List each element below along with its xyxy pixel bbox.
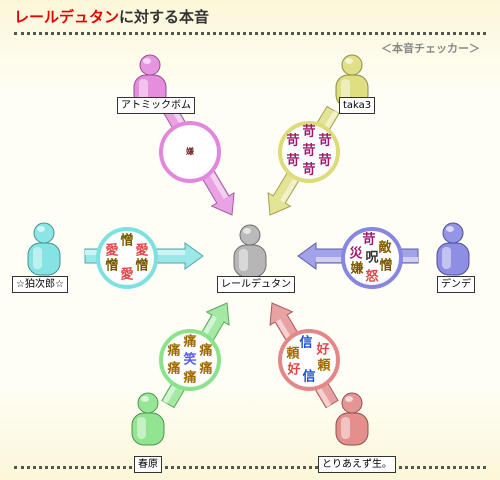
disc-ring <box>159 121 221 183</box>
title-rest: に対する本音 <box>119 8 210 26</box>
feeling-kanji: 嫌 <box>186 147 194 156</box>
feeling-kanji: 苛 <box>286 153 300 169</box>
title-highlight: レールデュタン <box>14 8 120 26</box>
feeling-kanji: 痛 <box>167 361 181 377</box>
feeling-kanji: 愛 <box>120 267 134 283</box>
center-name-label: レールデュタン <box>217 276 295 293</box>
bottom-divider <box>14 466 486 469</box>
feeling-kanji: 苛 <box>302 162 316 178</box>
person-figure-p6 <box>335 392 369 446</box>
feelings-disc-p4: 苛敵災呪嫌憎怒 <box>340 226 404 290</box>
feeling-kanji: 苛 <box>318 133 332 149</box>
feelings-disc-p2: 苛苛苛苛苛苛苛 <box>277 120 341 184</box>
feeling-kanji: 信 <box>299 335 313 351</box>
person-name-label-p4: デンデ <box>437 276 475 293</box>
feeling-kanji: 頼 <box>286 346 300 362</box>
feeling-kanji: 怒 <box>365 269 379 285</box>
feeling-kanji: 憎 <box>135 258 149 274</box>
disc-ring <box>96 227 158 289</box>
feeling-kanji: 痛 <box>199 361 213 377</box>
disc-ring <box>278 121 340 183</box>
page-title: レールデュタンに対する本音 <box>14 6 209 27</box>
feelings-disc-p1: 嫌 <box>158 120 222 184</box>
person-name-label-p3: ☆狛次郎☆ <box>12 276 68 293</box>
feeling-kanji: 災 <box>349 246 363 262</box>
feeling-kanji: 好 <box>287 362 301 378</box>
feeling-kanji: 愛 <box>105 243 119 259</box>
feeling-kanji: 苛 <box>318 153 332 169</box>
feeling-kanji: 頼 <box>317 358 331 374</box>
feelings-disc-p6: 信好頼頼好信 <box>277 328 341 392</box>
center-person-figure <box>233 224 267 278</box>
feelings-disc-p5: 痛痛痛笑痛痛痛 <box>158 328 222 392</box>
feeling-kanji: 呪 <box>365 250 379 266</box>
disc-ring <box>278 329 340 391</box>
feeling-kanji: 痛 <box>167 343 181 359</box>
feeling-kanji: 嫌 <box>350 261 364 277</box>
feeling-kanji: 憎 <box>105 258 119 274</box>
disc-ring <box>159 329 221 391</box>
person-figure-p4 <box>436 222 470 276</box>
feeling-kanji: 敵 <box>378 240 392 256</box>
feeling-kanji: 苛 <box>302 124 316 140</box>
top-divider <box>14 32 486 35</box>
subtitle: ＜本音チェッカー＞ <box>381 42 480 55</box>
feeling-kanji: 苛 <box>286 133 300 149</box>
person-figure-p5 <box>131 392 165 446</box>
feeling-kanji: 愛 <box>135 243 149 259</box>
person-figure-p3 <box>27 222 61 276</box>
feelings-disc-p3: 憎愛愛憎憎愛 <box>95 226 159 290</box>
feeling-kanji: 笑 <box>183 352 197 368</box>
disc-ring <box>341 227 403 289</box>
feeling-kanji: 信 <box>302 369 316 385</box>
person-name-label-p6: とりあえず生。 <box>318 456 396 473</box>
feeling-kanji: 痛 <box>199 343 213 359</box>
person-name-label-p1: アトミックボム <box>117 97 195 114</box>
feeling-kanji: 痛 <box>183 334 197 350</box>
feeling-kanji: 苛 <box>302 143 316 159</box>
feeling-kanji: 痛 <box>183 370 197 386</box>
feeling-kanji: 好 <box>316 342 330 358</box>
feeling-kanji: 苛 <box>362 232 376 248</box>
person-name-label-p5: 春原 <box>134 456 162 473</box>
feeling-kanji: 憎 <box>379 258 393 274</box>
feeling-kanji: 憎 <box>120 233 134 249</box>
person-name-label-p2: taka3 <box>339 97 376 114</box>
